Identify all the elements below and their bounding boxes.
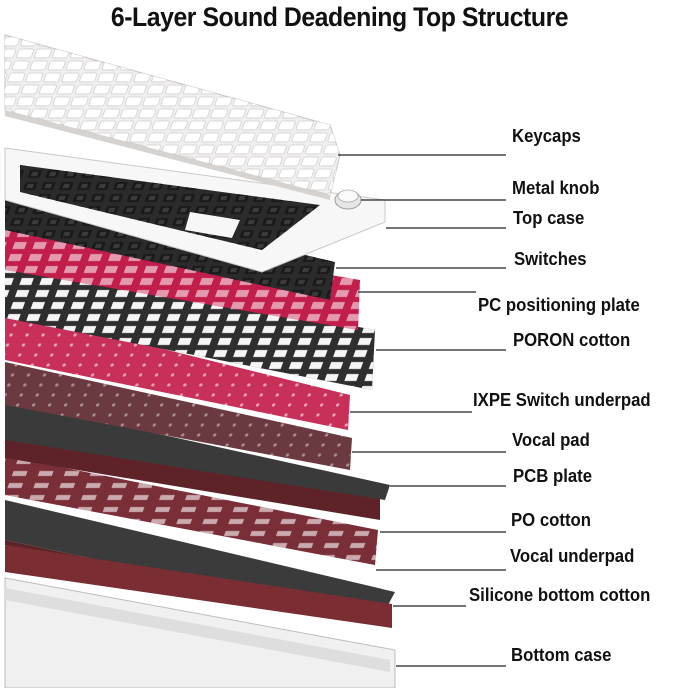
diagram-title: 6-Layer Sound Deadening Top Structure bbox=[110, 2, 569, 32]
label-pcb-plate: PCB plate bbox=[513, 466, 593, 486]
label-silicone-bottom-cotton: Silicone bottom cotton bbox=[469, 585, 651, 605]
vocal-pad-layer bbox=[5, 362, 352, 470]
metal-knob bbox=[334, 189, 362, 210]
pcb-plate-shape bbox=[5, 400, 390, 500]
leader-lines bbox=[336, 154, 506, 667]
label-pc-positioning-plate: PC positioning plate bbox=[478, 295, 640, 315]
label-vocal-pad: Vocal pad bbox=[512, 430, 590, 450]
label-poron-cotton: PORON cotton bbox=[513, 330, 631, 350]
silicone-bottom-cotton-layer bbox=[5, 500, 395, 628]
label-ixpe-switch-underpad: IXPE Switch underpad bbox=[473, 390, 651, 410]
label-top-case: Top case bbox=[513, 208, 585, 228]
label-switches: Switches bbox=[514, 249, 587, 269]
label-po-cotton: PO cotton bbox=[511, 510, 591, 530]
vocal-underpad-layer bbox=[5, 456, 378, 565]
ixpe-switch-underpad-layer bbox=[5, 310, 350, 430]
label-vocal-underpad: Vocal underpad bbox=[510, 546, 635, 566]
label-bottom-case: Bottom case bbox=[511, 645, 612, 665]
poron-cotton-layer bbox=[5, 262, 375, 390]
pcb-plate-layer bbox=[5, 400, 390, 500]
label-metal-knob: Metal knob bbox=[512, 178, 600, 198]
top-case-layer bbox=[4, 147, 386, 273]
label-keycaps: Keycaps bbox=[512, 126, 581, 146]
bottom-case-layer bbox=[4, 577, 396, 688]
keycaps-layer bbox=[4, 34, 341, 200]
